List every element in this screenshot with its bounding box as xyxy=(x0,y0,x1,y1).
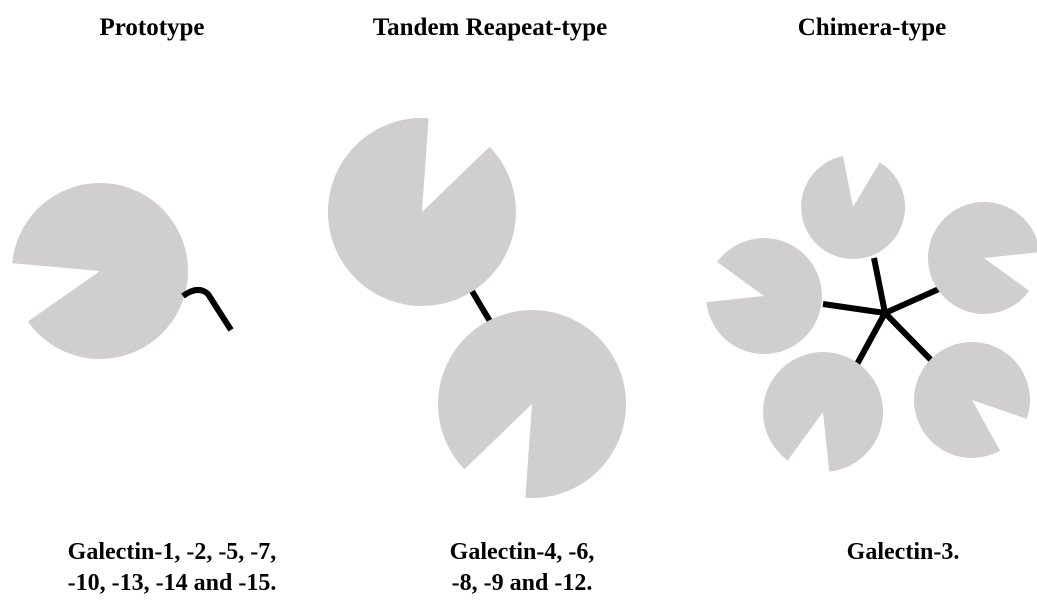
chimera-caption: Galectin-3. xyxy=(847,537,960,568)
prototype-crd-domain xyxy=(12,182,188,359)
prototype-tail xyxy=(181,287,234,332)
tandem-repeat-crd-domain-2 xyxy=(438,310,627,499)
chimera-crd-domain-5 xyxy=(706,238,822,355)
tandem-repeat-caption-line-1: Galectin-4, -6, xyxy=(449,539,595,565)
chimera-group xyxy=(706,156,1037,472)
chimera-caption-line-1: Galectin-3. xyxy=(846,539,960,565)
chimera-linker-2 xyxy=(883,286,941,316)
tandem-repeat-caption: Galectin-4, -6, -8, -9 and -12. xyxy=(450,537,595,599)
prototype-title: Prototype xyxy=(99,14,205,41)
prototype-caption-line-1: Galectin-1, -2, -5, -7, xyxy=(67,539,277,565)
chimera-crd-domain-4 xyxy=(763,352,884,472)
prototype-caption-line-2: -10, -13, -14 and -15. xyxy=(67,570,277,596)
chimera-crd-domain-2 xyxy=(928,201,1037,314)
chimera-linker-4 xyxy=(853,311,888,368)
chimera-title: Chimera-type xyxy=(797,14,947,41)
tandem-repeat-crd-domain-1 xyxy=(327,117,516,306)
chimera-crd-domain-3 xyxy=(913,341,1030,458)
tandem-repeat-caption-line-2: -8, -9 and -12. xyxy=(451,570,593,596)
chimera-linker-1 xyxy=(871,257,888,314)
chimera-linker-3 xyxy=(882,310,935,364)
tandem-repeat-title: Tandem Reapeat-type xyxy=(372,14,608,41)
chimera-linker-5 xyxy=(822,301,886,316)
tandem-repeat-group xyxy=(327,117,627,499)
chimera-crd-domain-1 xyxy=(801,156,906,260)
prototype-group xyxy=(12,182,234,359)
prototype-caption: Galectin-1, -2, -5, -7, -10, -13, -14 an… xyxy=(68,537,277,599)
